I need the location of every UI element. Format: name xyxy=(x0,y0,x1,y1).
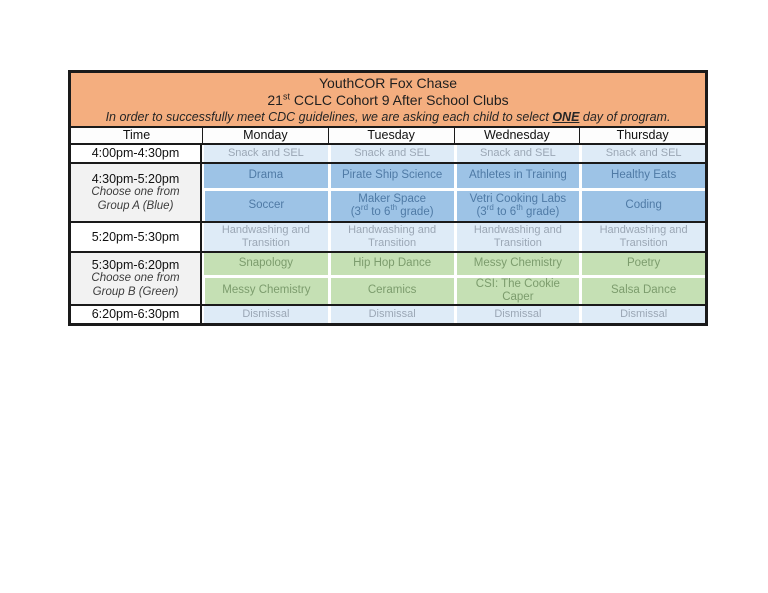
snack-cell-wednesday: Snack and SEL xyxy=(453,145,580,162)
maker-space-line1: Maker Space xyxy=(358,192,426,205)
handwashing-row: 5:20pm-5:30pm Handwashing and Transition… xyxy=(71,223,705,253)
group-a-note-line1: Choose one from xyxy=(91,185,180,198)
handwashing-cell-tuesday: Handwashing and Transition xyxy=(327,223,454,251)
dismissal-cell-tuesday: Dismissal xyxy=(327,306,454,323)
club-cell-hip-hop-dance: Hip Hop Dance xyxy=(327,253,454,275)
maker-grade-sup1: rd xyxy=(360,203,369,213)
title-band: YouthCOR Fox Chase 21st CCLC Cohort 9 Af… xyxy=(71,73,705,128)
club-cell-drama: Drama xyxy=(202,164,328,188)
document-subtitle: 21st CCLC Cohort 9 After School Clubs xyxy=(267,90,509,109)
time-cell-snack: 4:00pm-4:30pm xyxy=(71,145,202,162)
snack-cell-thursday: Snack and SEL xyxy=(579,145,705,162)
club-cell-messy-chemistry-mon: Messy Chemistry xyxy=(202,275,328,304)
club-cell-salsa-dance: Salsa Dance xyxy=(579,275,705,304)
dismissal-cell-monday: Dismissal xyxy=(202,306,328,323)
vetri-grade-sup1: rd xyxy=(486,203,494,213)
vetri-line1: Vetri Cooking Labs xyxy=(469,192,567,205)
vetri-line2: (3rd to 6th grade) xyxy=(470,203,567,219)
maker-grade-sup2: th xyxy=(390,203,398,213)
club-cell-athletes-in-training: Athletes in Training xyxy=(453,164,580,188)
group-b-band: 5:30pm-6:20pm Choose one from Group B (G… xyxy=(71,253,705,306)
club-cell-pirate-ship-science: Pirate Ship Science xyxy=(327,164,454,188)
cdc-note: In order to successfully meet CDC guidel… xyxy=(106,109,671,125)
handwashing-cell-wednesday: Handwashing and Transition xyxy=(453,223,580,251)
group-a-time: 4:30pm-5:20pm xyxy=(91,171,180,186)
vetri-grade-p1: (3 xyxy=(476,206,487,218)
group-a-band: 4:30pm-5:20pm Choose one from Group A (B… xyxy=(71,164,705,223)
vetri-grade-p3: grade) xyxy=(522,206,560,218)
note-after: day of program. xyxy=(579,109,671,124)
handwashing-cell-thursday: Handwashing and Transition xyxy=(579,223,705,251)
club-cell-vetri-cooking-labs: Vetri Cooking Labs (3rd to 6th grade) xyxy=(453,188,580,221)
column-header-thursday: Thursday xyxy=(579,128,705,143)
vetri-grade-p2: to 6 xyxy=(493,206,517,218)
subtitle-superscript: st xyxy=(282,90,290,101)
time-cell-group-a: 4:30pm-5:20pm Choose one from Group A (B… xyxy=(71,164,202,221)
snack-cell-monday: Snack and SEL xyxy=(202,145,328,162)
group-b-note-line1: Choose one from xyxy=(91,271,180,284)
maker-grade-p2: to 6 xyxy=(368,206,391,218)
club-cell-coding: Coding xyxy=(579,188,705,221)
club-cell-poetry: Poetry xyxy=(579,253,705,275)
vetri-grade-sup2: th xyxy=(516,203,523,213)
dismissal-cell-thursday: Dismissal xyxy=(579,306,705,323)
group-a-note-line2: Group A (Blue) xyxy=(97,199,174,212)
column-header-tuesday: Tuesday xyxy=(327,128,454,143)
time-cell-handwashing: 5:20pm-5:30pm xyxy=(71,223,202,251)
note-emphasis: ONE xyxy=(552,109,580,124)
subtitle-text: CCLC Cohort 9 After School Clubs xyxy=(289,91,509,108)
club-cell-ceramics: Ceramics xyxy=(327,275,454,304)
group-b-time: 5:30pm-6:20pm xyxy=(91,257,180,272)
column-header-time: Time xyxy=(71,128,202,143)
dismissal-row: 6:20pm-6:30pm Dismissal Dismissal Dismis… xyxy=(71,306,705,323)
maker-grade-p1: (3 xyxy=(350,206,361,218)
group-b-note-line2: Group B (Green) xyxy=(92,285,179,298)
club-cell-maker-space: Maker Space (3rd to 6th grade) xyxy=(327,188,454,221)
club-cell-soccer: Soccer xyxy=(202,188,328,221)
club-cell-snapology: Snapology xyxy=(202,253,328,275)
club-cell-csi-cookie-caper: CSI: The Cookie Caper xyxy=(453,275,580,304)
column-header-row: Time Monday Tuesday Wednesday Thursday xyxy=(71,128,705,145)
note-before: In order to successfully meet CDC guidel… xyxy=(105,109,553,124)
dismissal-cell-wednesday: Dismissal xyxy=(453,306,580,323)
handwashing-cell-monday: Handwashing and Transition xyxy=(202,223,328,251)
column-header-wednesday: Wednesday xyxy=(453,128,580,143)
document-title: YouthCOR Fox Chase xyxy=(319,74,457,91)
snack-cell-tuesday: Snack and SEL xyxy=(327,145,454,162)
time-cell-dismissal: 6:20pm-6:30pm xyxy=(71,306,202,323)
time-cell-group-b: 5:30pm-6:20pm Choose one from Group B (G… xyxy=(71,253,202,304)
club-cell-healthy-eats: Healthy Eats xyxy=(579,164,705,188)
maker-grade-p3: grade) xyxy=(397,206,434,218)
schedule-table: YouthCOR Fox Chase 21st CCLC Cohort 9 Af… xyxy=(68,70,708,326)
maker-space-line2: (3rd to 6th grade) xyxy=(350,203,434,219)
subtitle-number: 21 xyxy=(267,91,283,108)
column-header-monday: Monday xyxy=(202,128,328,143)
club-cell-messy-chemistry-wed: Messy Chemistry xyxy=(453,253,580,275)
snack-row: 4:00pm-4:30pm Snack and SEL Snack and SE… xyxy=(71,145,705,164)
